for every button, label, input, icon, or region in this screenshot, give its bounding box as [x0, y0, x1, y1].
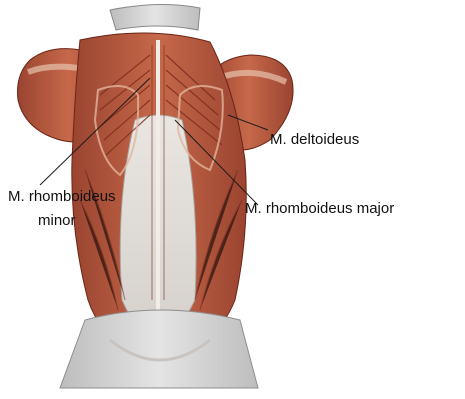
pelvis-cloth [60, 310, 258, 388]
label-rhomboideus-major: M. rhomboideus major [245, 200, 394, 218]
label-rhomboideus-minor-line2: minor [38, 212, 76, 230]
label-deltoideus: M. deltoideus [270, 131, 359, 149]
label-rhomboideus-minor-line1: M. rhomboideus [8, 188, 116, 206]
neck-collar [110, 4, 200, 30]
